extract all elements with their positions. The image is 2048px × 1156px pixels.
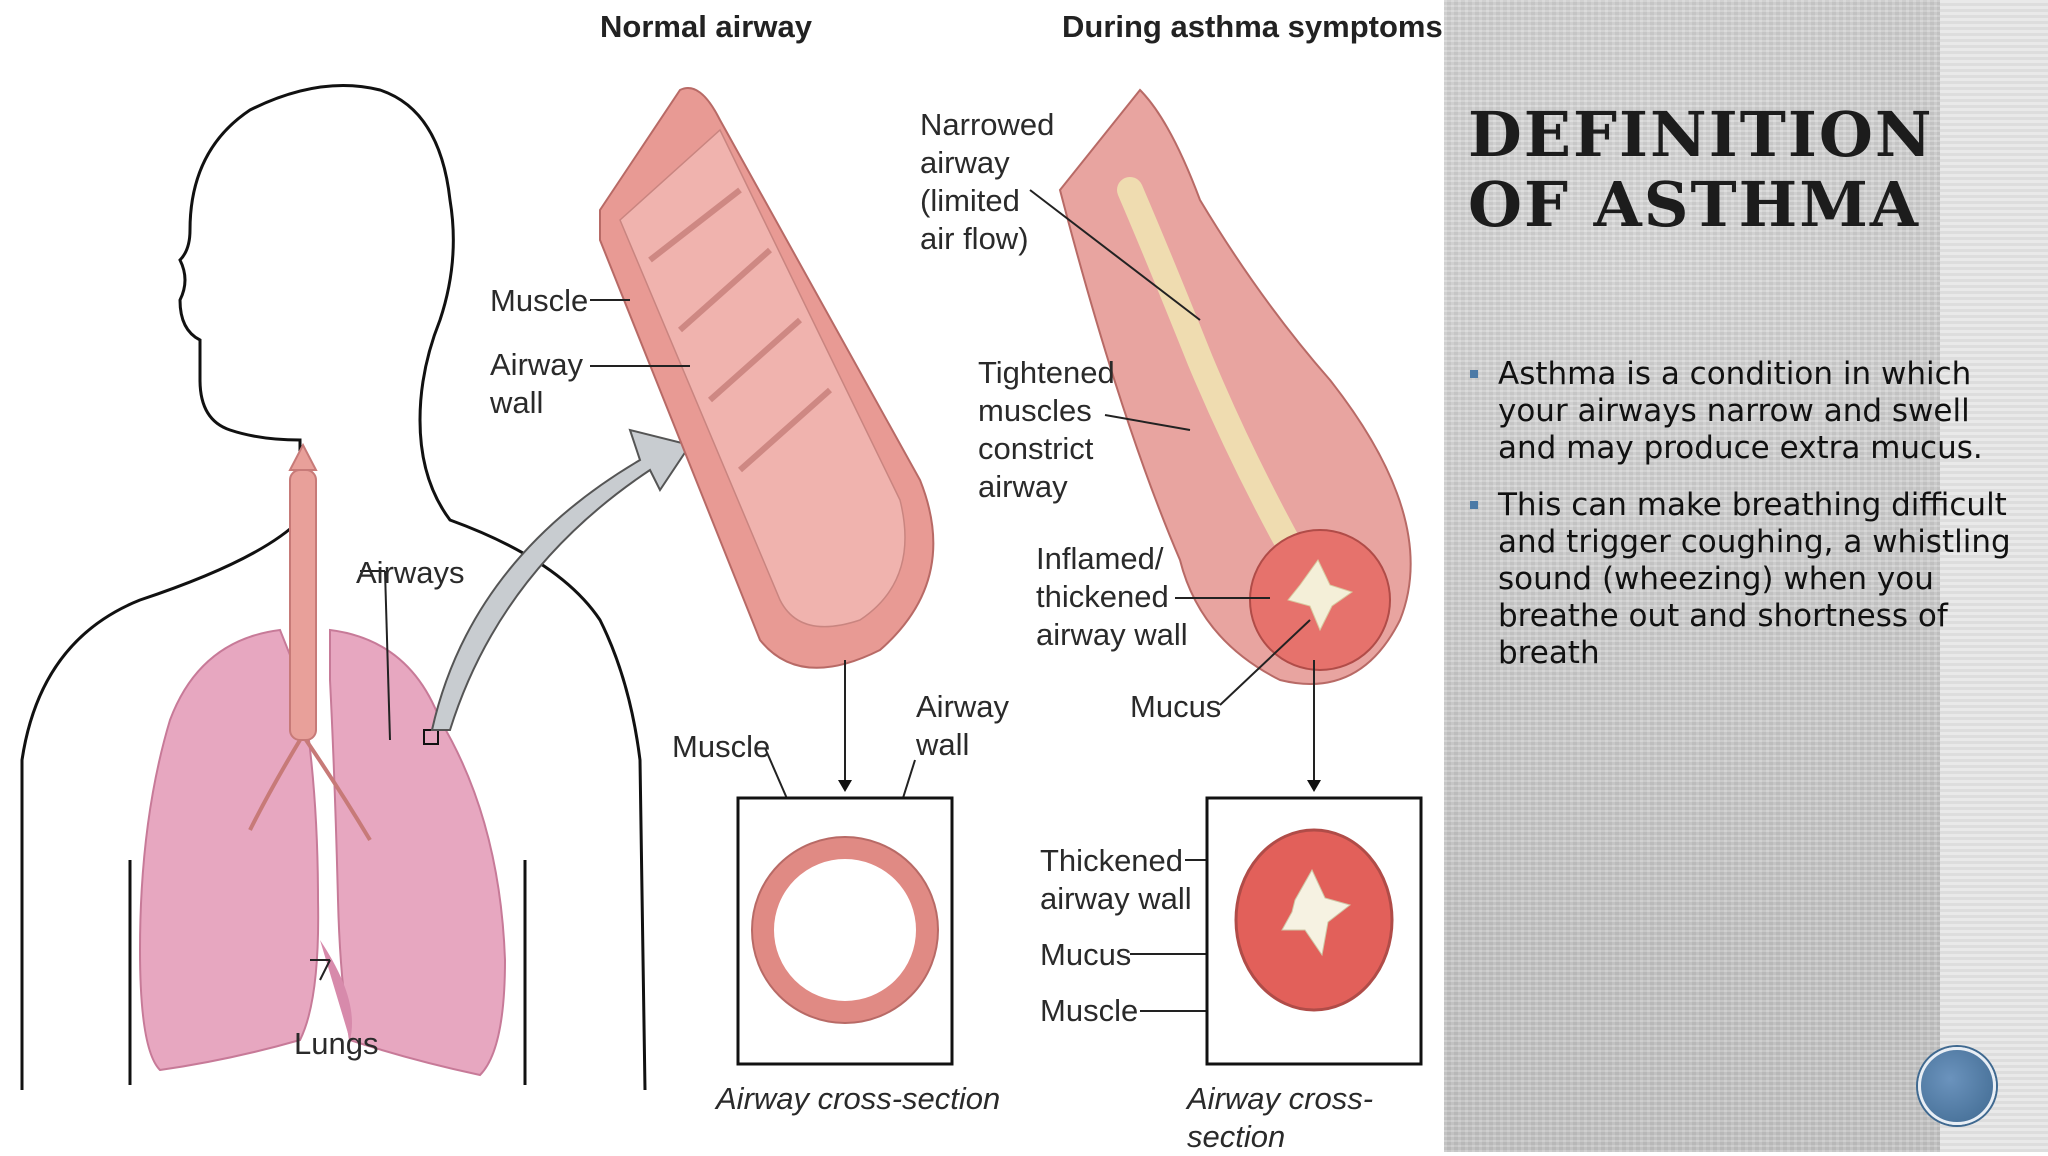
- right-lung: [329, 628, 507, 1077]
- label-tightened-muscles: Tightened muscles constrict airway: [978, 355, 1115, 504]
- bullet-square-icon: [1470, 501, 1478, 509]
- caption-normal-cross-section: Airway cross-section: [716, 1081, 1001, 1116]
- bullet-text: This can make breathing difficult and tr…: [1498, 487, 2011, 671]
- bullet-item: Asthma is a condition in which your airw…: [1470, 356, 2030, 467]
- anatomy-drawing: [20, 84, 1423, 1091]
- label-lungs: Lungs: [294, 1026, 379, 1061]
- trachea: [289, 469, 317, 741]
- label-narrowed-airway: Narrowed airway (limited air flow): [920, 107, 1055, 256]
- label-mucus: Mucus: [1130, 689, 1222, 724]
- left-lung: [138, 628, 320, 1072]
- body-outline: [20, 84, 647, 1091]
- label-inflamed-wall: Inflamed/ thickened airway wall: [1036, 541, 1188, 652]
- slide-title: DEFINITION OF ASTHMA: [1468, 98, 1934, 241]
- label-muscle-cross-section: Muscle: [672, 729, 771, 764]
- label-muscle-cross-section-2: Muscle: [1040, 993, 1139, 1028]
- label-airway-wall-cross-section: Airway wall: [916, 689, 1010, 762]
- label-airway-wall: Airway wall: [490, 347, 584, 420]
- normal-airway-tube: [599, 87, 935, 669]
- header-asthma-symptoms: During asthma symptoms: [1062, 9, 1443, 44]
- circle-nav-icon[interactable]: [1918, 1047, 1996, 1125]
- label-muscle: Muscle: [490, 283, 589, 318]
- bullet-list: Asthma is a condition in which your airw…: [1470, 356, 2030, 692]
- bullet-square-icon: [1470, 370, 1478, 378]
- label-airways: Airways: [356, 555, 465, 590]
- caption-asthma-cross-section: Airway cross-section: [1187, 1081, 1374, 1154]
- header-normal-airway: Normal airway: [600, 9, 812, 44]
- panel-stripe: [1940, 0, 2048, 1152]
- asthma-illustration: Normal airway During asthma symptoms Mus…: [20, 9, 1443, 1154]
- label-mucus-cross-section: Mucus: [1040, 937, 1132, 972]
- text-panel: [1444, 0, 2048, 1152]
- bullet-text: Asthma is a condition in which your airw…: [1498, 356, 1983, 466]
- asthma-airway-tube: [1058, 88, 1412, 685]
- label-thickened-wall-cross-section: Thickened airway wall: [1040, 843, 1192, 916]
- bullet-item: This can make breathing difficult and tr…: [1470, 487, 2030, 672]
